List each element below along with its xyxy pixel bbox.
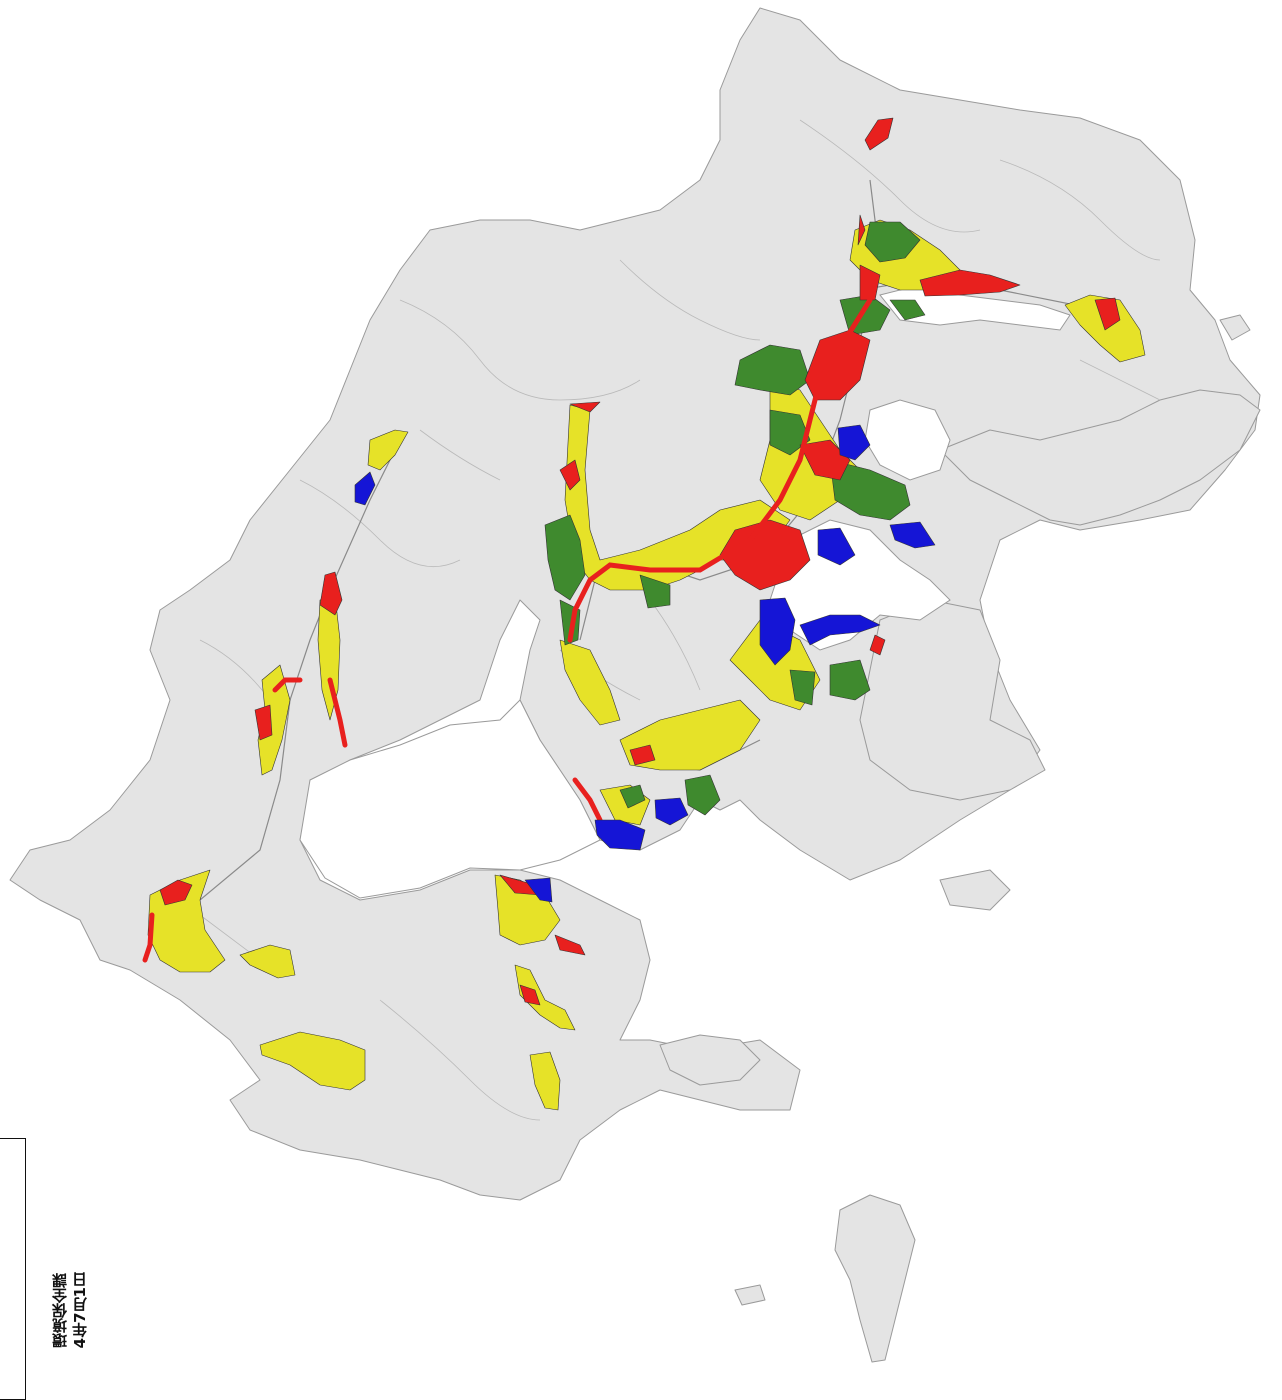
mainland: [9, 7, 1261, 1201]
small-island-3: [1219, 314, 1251, 341]
zones-green: [544, 221, 926, 816]
inner-bay: [299, 699, 601, 899]
legend-frame: [0, 1138, 26, 1400]
east-bay: [864, 399, 951, 481]
credit-department: 環境保全課: [51, 1273, 69, 1349]
small-island-4: [734, 1284, 766, 1306]
zones-red: [159, 117, 1121, 1006]
credit-date: 4年7月1日: [71, 1272, 89, 1349]
red-corridors: [142, 297, 873, 963]
small-island-1: [659, 1034, 761, 1086]
small-island-2: [939, 869, 1011, 911]
map-credit: 環境保全課 4年7月1日: [50, 1272, 90, 1348]
east-peninsula: [939, 389, 1261, 526]
southeast-islands: [859, 599, 1046, 801]
south-island: [834, 1194, 916, 1363]
zones-blue: [354, 424, 936, 903]
